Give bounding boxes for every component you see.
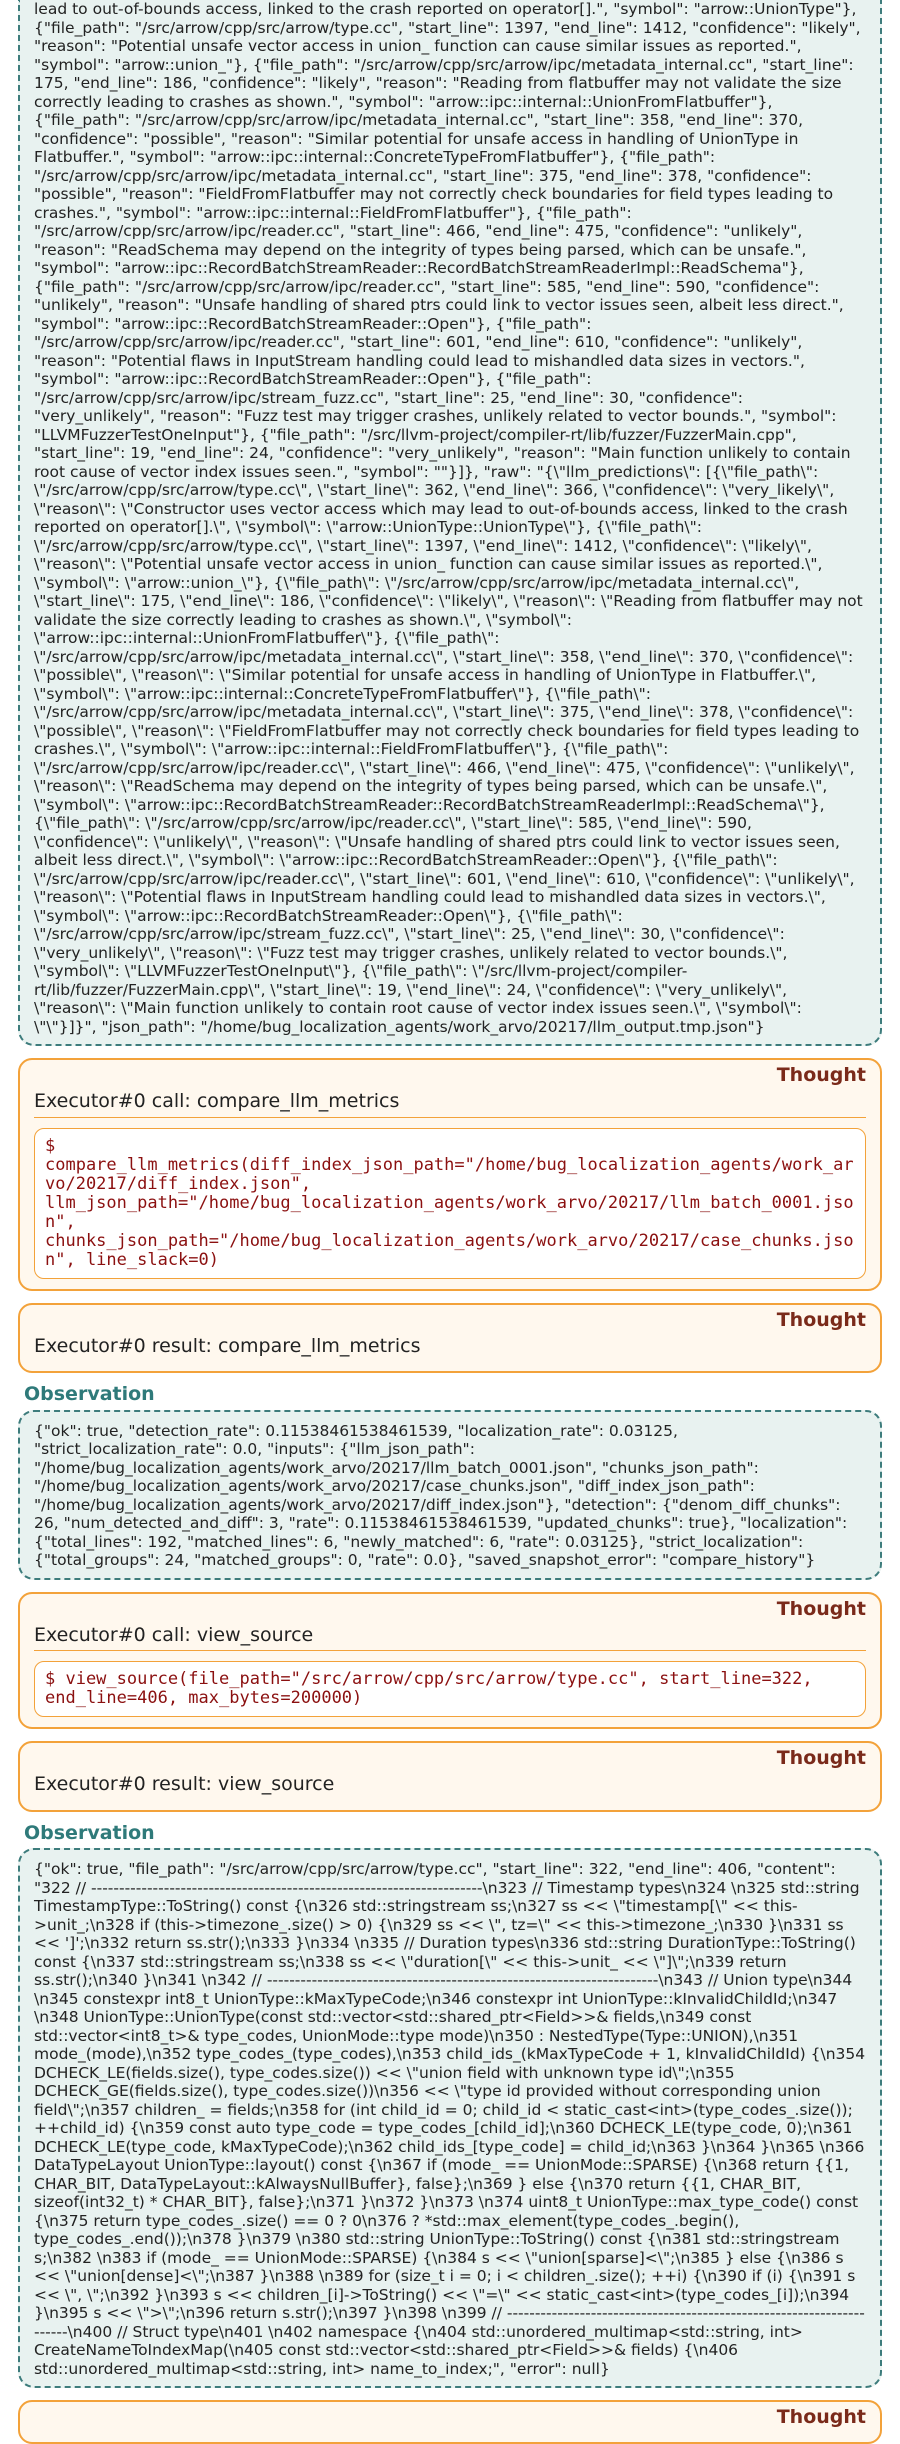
- observation-compare-metrics: {"ok": true, "detection_rate": 0.1153846…: [18, 1409, 882, 1580]
- executor-call-line: Executor#0 call: compare_llm_metrics: [34, 1090, 866, 1118]
- executor-result-line: Executor#0 result: view_source: [34, 1773, 335, 1795]
- thought-card-result-view-source: Thought Executor#0 result: view_source: [18, 1741, 882, 1812]
- thought-header: Thought: [776, 1747, 866, 1769]
- observation-view-source: {"ok": true, "file_path": "/src/arrow/cp…: [18, 1848, 882, 2388]
- observation-text: lead to out-of-bounds access, linked to …: [34, 0, 863, 1036]
- thought-header: Thought: [776, 1308, 866, 1331]
- observation-llm-output: lead to out-of-bounds access, linked to …: [18, 0, 882, 1046]
- executor-result-line: Executor#0 result: compare_llm_metrics: [34, 1334, 421, 1357]
- thought-card-result-compare: Thought Executor#0 result: compare_llm_m…: [18, 1302, 882, 1373]
- thought-card-call-view-source: Thought Executor#0 call: view_source $ v…: [18, 1591, 882, 1729]
- thought-card-next: Thought: [18, 2400, 882, 2444]
- command-code-block: $ compare_llm_metrics(diff_index_json_pa…: [34, 1127, 866, 1279]
- observation-text: {"ok": true, "file_path": "/src/arrow/cp…: [34, 1860, 866, 2378]
- command-code-block: $ view_source(file_path="/src/arrow/cpp/…: [34, 1661, 866, 1717]
- observation-title: Observation: [24, 1383, 155, 1405]
- thought-header: Thought: [776, 1597, 866, 1620]
- executor-call-line: Executor#0 call: view_source: [34, 1624, 866, 1651]
- thought-header: Thought: [776, 2406, 866, 2428]
- thought-header: Thought: [776, 1064, 866, 1086]
- observation-title: Observation: [24, 1821, 155, 1844]
- thought-card-call-compare: Thought Executor#0 call: compare_llm_met…: [18, 1058, 882, 1291]
- observation-text: {"ok": true, "detection_rate": 0.1153846…: [34, 1421, 848, 1570]
